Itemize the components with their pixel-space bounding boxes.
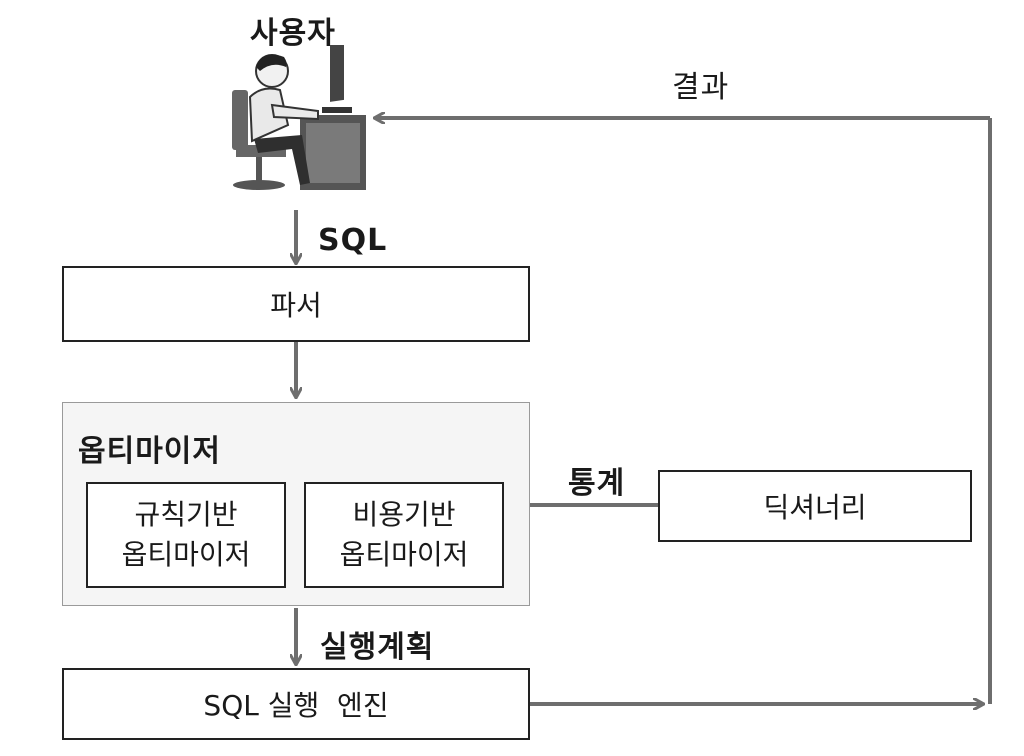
dictionary-label: 딕셔너리 (763, 491, 867, 524)
rule-based-line2: 옵티마이저 (121, 538, 251, 571)
user-label: 사용자 (250, 16, 336, 51)
sql-engine-box: SQL 실행 엔진 (62, 668, 530, 740)
rule-based-line1: 규칙기반 (134, 498, 238, 531)
optimizer-title: 옵티마이저 (78, 434, 221, 469)
rule-based-optimizer-box: 규칙기반 옵티마이저 (86, 482, 286, 588)
result-edge-label: 결과 (672, 70, 730, 105)
parser-box: 파서 (62, 266, 530, 342)
user-at-computer-icon (232, 45, 366, 190)
cost-based-line2: 옵티마이저 (339, 538, 469, 571)
statistics-edge-label: 통계 (568, 466, 626, 501)
sql-edge-label: SQL (318, 223, 388, 258)
cost-based-optimizer-box: 비용기반 옵티마이저 (304, 482, 504, 588)
sql-engine-label: SQL 실행 엔진 (203, 689, 389, 722)
execution-plan-edge-label: 실행계획 (320, 630, 435, 665)
parser-label: 파서 (270, 289, 322, 322)
cost-based-line1: 비용기반 (352, 498, 456, 531)
dictionary-box: 딕셔너리 (658, 470, 972, 542)
